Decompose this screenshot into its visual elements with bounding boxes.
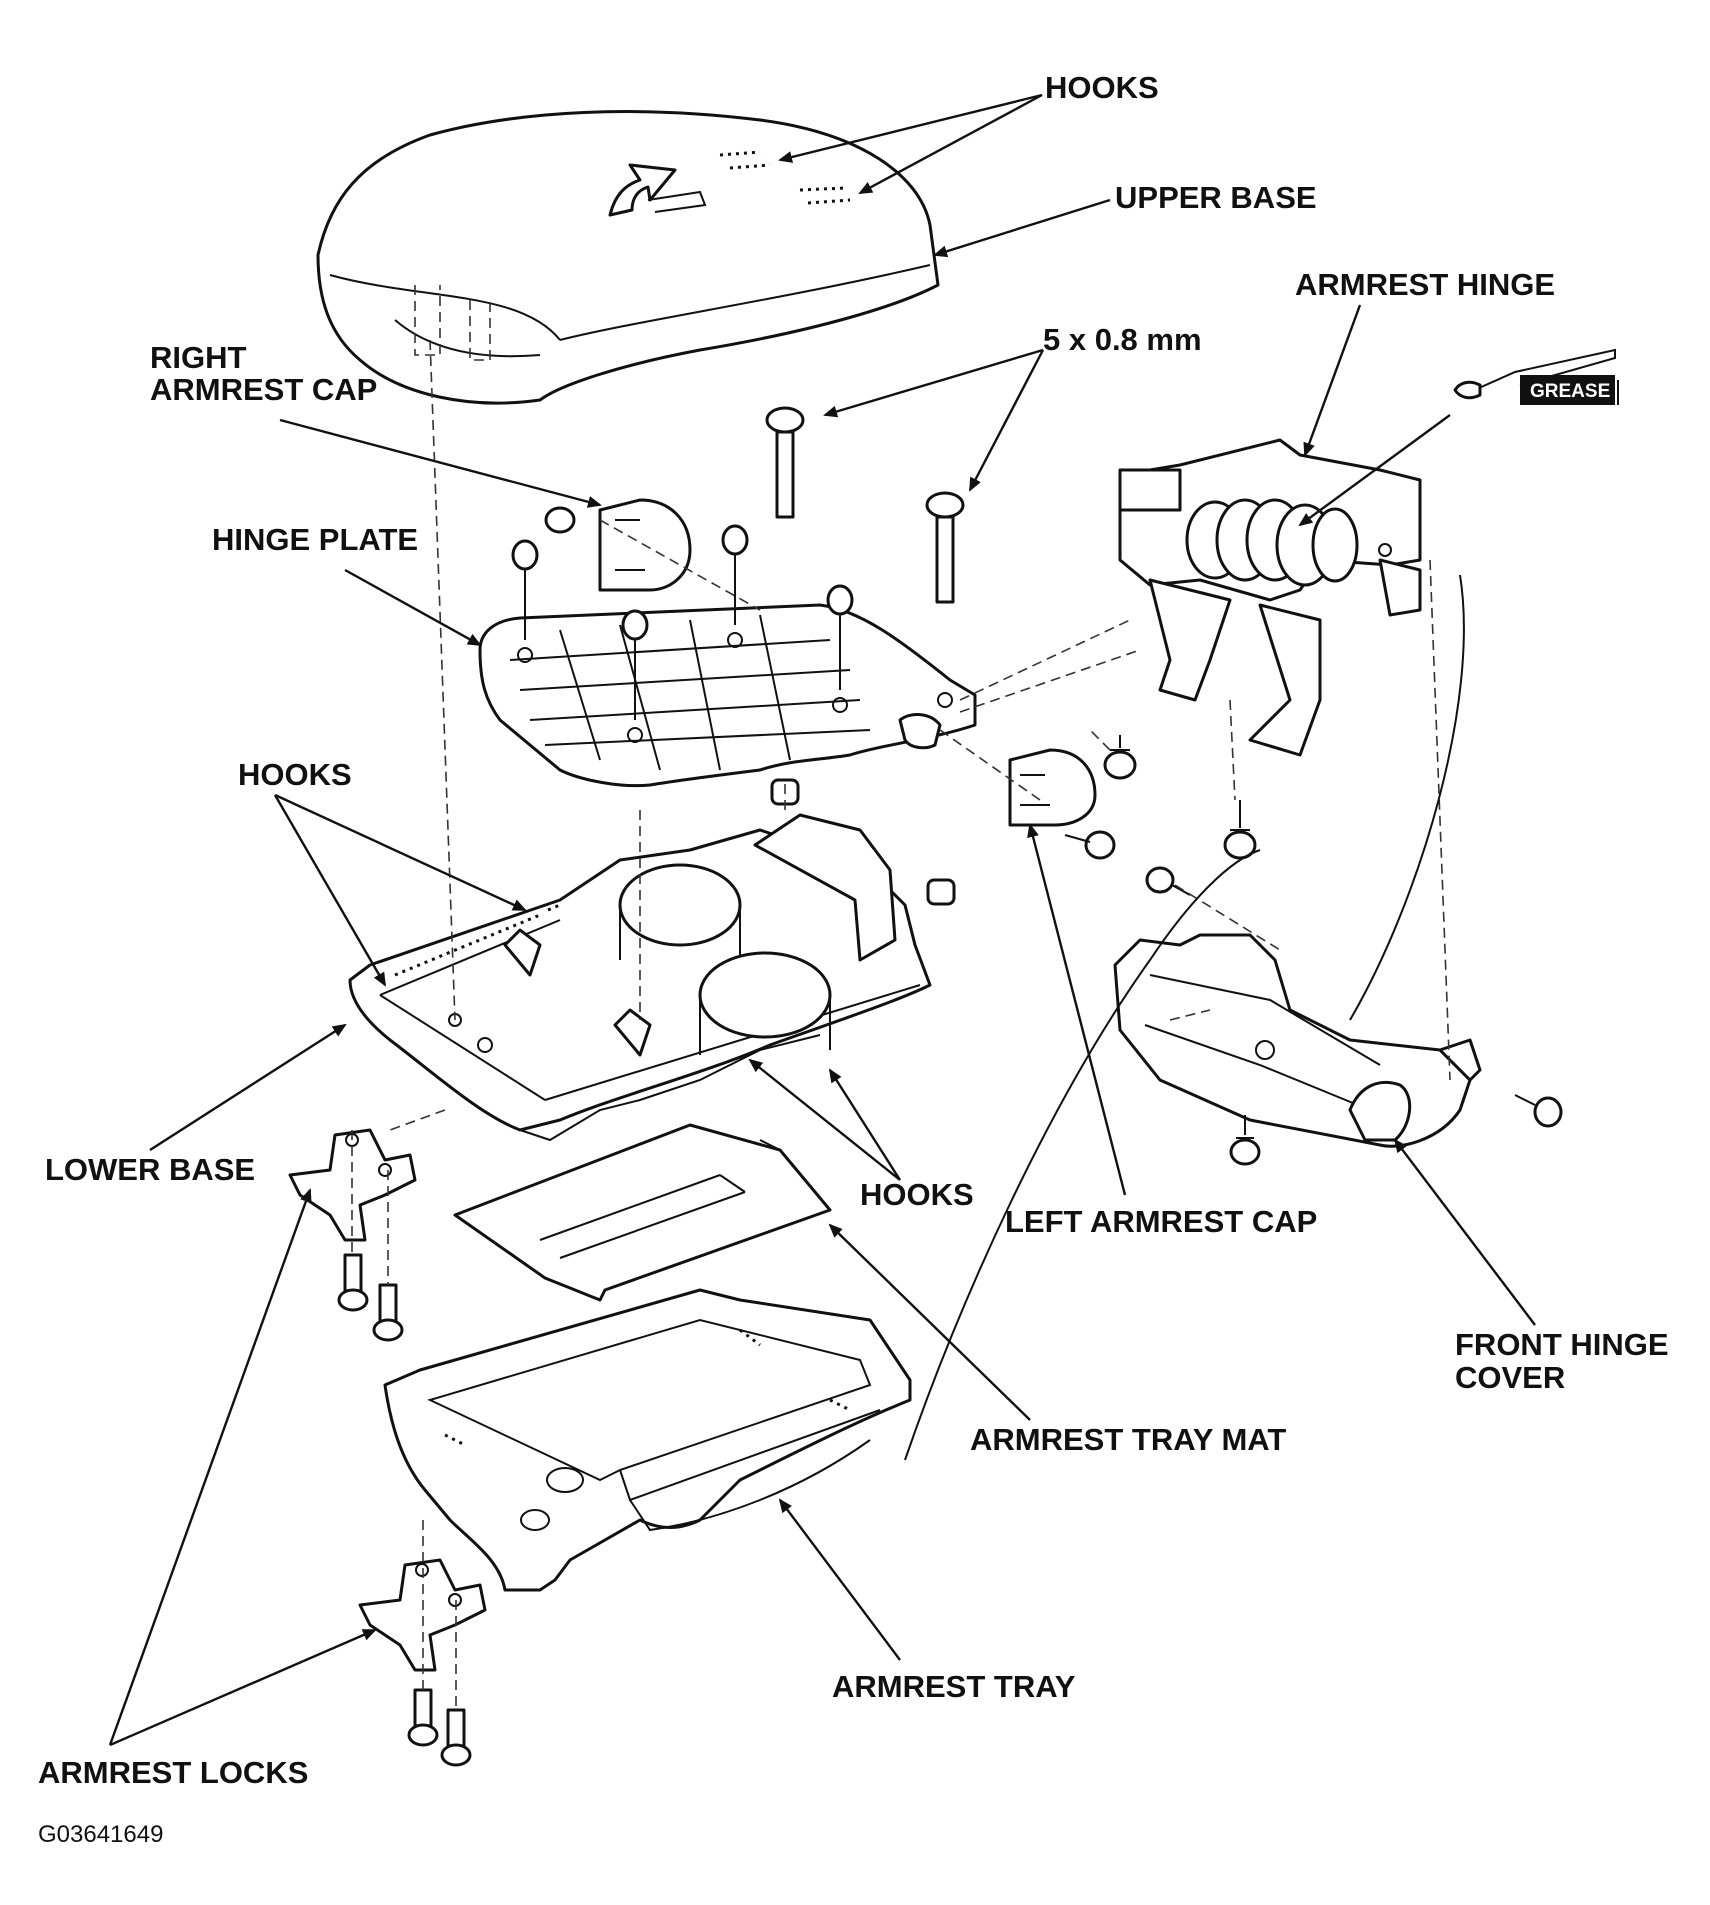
lock-screws [337,1253,472,1767]
grease-tag [1520,375,1615,405]
grease-applicator: GREASE [1453,348,1619,405]
nut-2 [926,878,956,906]
label-hinge-plate: HINGE PLATE [212,522,418,557]
label-lower-base: LOWER BASE [45,1152,255,1187]
label-hooks-top: HOOKS [1045,70,1159,105]
figure-code: G03641649 [38,1821,163,1848]
label-right-armrest-cap-line2: ARMREST CAP [150,372,377,407]
hinge-spring [1185,498,1359,587]
label-front-hinge-cover-line1: FRONT HINGE [1455,1327,1669,1362]
alignment-lines [351,339,1465,1710]
leader-lines [108,93,1536,1747]
label-hooks-bottom: HOOKS [860,1177,974,1212]
screw-3 [621,609,649,720]
cup-holder-1 [618,863,742,960]
hinge-screw-1 [1103,735,1137,780]
hinge-plate-part [478,603,977,788]
upper-base-part [316,110,940,405]
bolt-1 [765,406,805,519]
cover-screw-3 [1514,1094,1563,1128]
armrest-tray-mat-part [453,1123,832,1302]
screw-2 [721,524,749,625]
label-armrest-tray-mat: ARMREST TRAY MAT [970,1422,1286,1457]
grease-label: GREASE [1530,381,1610,402]
label-upper-base: UPPER BASE [1115,180,1317,215]
armrest-hinge-part [1118,438,1422,757]
left-armrest-cap-part [1008,748,1116,860]
front-hinge-cover-part [1113,933,1482,1148]
hinge-screws [1103,735,1563,1166]
armrest-tray-part [383,1288,912,1592]
label-armrest-hinge: ARMREST HINGE [1295,267,1555,302]
label-hooks-left: HOOKS [238,757,352,792]
label-right-armrest-cap-line1: RIGHT [150,340,247,375]
label-front-hinge-cover-line2: COVER [1455,1360,1565,1395]
screw-1 [511,539,539,640]
callout-labels: HOOKS UPPER BASE ARMREST HINGE 5 x 0.8 m… [38,70,1669,1848]
armrest-lock-lower [358,1558,487,1672]
screw-4 [826,584,854,690]
label-left-armrest-cap: LEFT ARMREST CAP [1005,1204,1317,1239]
right-armrest-cap-part [544,498,692,592]
label-armrest-tray: ARMREST TRAY [832,1669,1076,1704]
hinge-screw-2 [1223,800,1257,860]
label-bolt-size: 5 x 0.8 mm [1043,322,1202,357]
hinge-plate-screws [511,406,965,906]
cover-screw-1 [1145,866,1191,896]
bolt-2 [925,491,965,604]
cup-holder-2 [698,951,832,1055]
label-armrest-locks: ARMREST LOCKS [38,1755,308,1790]
cover-screw-2 [1229,1115,1261,1166]
